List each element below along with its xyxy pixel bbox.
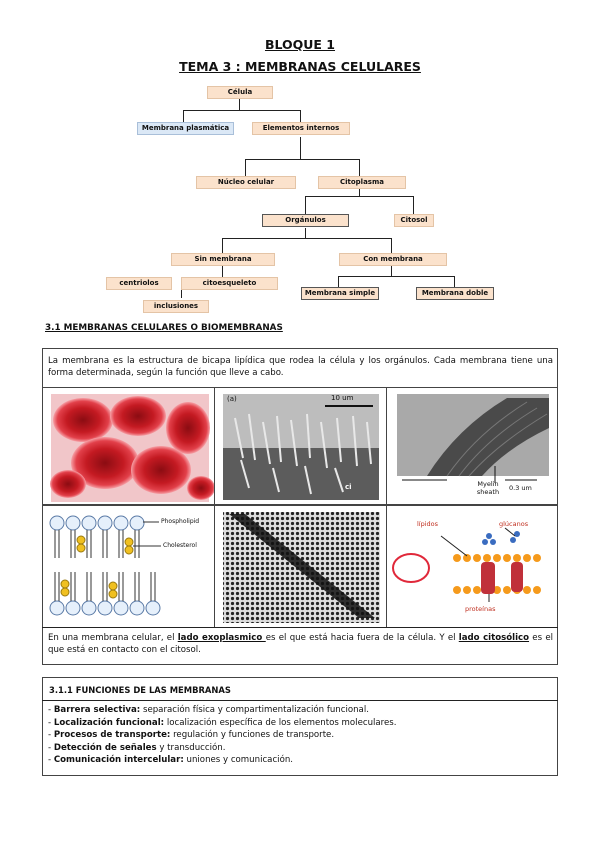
functions-panel <box>42 677 558 776</box>
sem-label-c: ci <box>345 483 352 491</box>
node-elementos-internos: Elementos internos <box>252 122 350 135</box>
lado-exoplasmico-term: lado exoplasmico <box>177 633 266 643</box>
cholesterol-label: Cholesterol <box>163 542 197 549</box>
glucanos-label: glúcanos <box>499 520 529 528</box>
functions-heading: 3.1.1 FUNCIONES DE LAS MEMBRANAS <box>49 685 231 695</box>
node-membrana-doble: Membrana doble <box>416 287 494 300</box>
node-celula: Célula <box>207 86 273 99</box>
node-organulos: Orgánulos <box>262 214 349 227</box>
node-membrana-plasmatica: Membrana plasmática <box>137 122 234 135</box>
list-item: - Localización funcional: localización e… <box>48 717 397 728</box>
list-item: - Comunicación intercelular: uniones y c… <box>48 755 294 765</box>
node-citosol: Citosol <box>394 214 434 227</box>
functions-list: - Barrera selectiva: separación física y… <box>48 704 553 767</box>
red-blood-cells-image <box>42 387 215 505</box>
node-nucleo-celular: Núcleo celular <box>196 176 296 189</box>
sem-image: (a) 10 um ci <box>214 387 387 505</box>
sem-scale-label: 10 um <box>331 394 354 402</box>
node-membrana-simple: Membrana simple <box>301 287 379 300</box>
membrane-micrograph-image <box>214 505 387 628</box>
tema-title: TEMA 3 : MEMBRANAS CELULARES <box>179 59 421 74</box>
bloque-title: BLOQUE 1 <box>264 37 336 52</box>
phospholipid-label: Phospholipid <box>161 518 200 525</box>
lipidos-label: lípidos <box>417 520 439 528</box>
bilayer-diagram-image: Phospholipid Cholesterol <box>42 505 215 628</box>
myelin-sheath-image: Myelin sheath 0.3 um <box>386 387 558 505</box>
proteinas-label: proteínas <box>465 605 496 613</box>
node-sin-membrana: Sin membrana <box>171 253 275 266</box>
myelin-label: Myelin sheath <box>476 480 500 496</box>
node-citoesqueleto: citoesqueleto <box>181 277 278 290</box>
closing-text: En una membrana celular, el lado exoplas… <box>48 633 553 655</box>
myelin-scale-label: 0.3 um <box>509 484 532 492</box>
node-inclusiones: inclusiones <box>143 300 209 313</box>
intro-text: La membrana es la estructura de bicapa l… <box>48 356 553 378</box>
list-item: - Procesos de transporte: regulación y f… <box>48 730 335 740</box>
node-citoplasma: Citoplasma <box>318 176 406 189</box>
list-item: - Barrera selectiva: separación física y… <box>48 705 369 715</box>
node-con-membrana: Con membrana <box>339 253 447 266</box>
membrane-model-image: lípidos glúcanos proteínas <box>386 505 558 628</box>
node-centriolos: centriolos <box>106 277 172 290</box>
sem-label-a: (a) <box>227 395 237 403</box>
section-heading: 3.1 MEMBRANAS CELULARES O BIOMEMBRANAS <box>45 323 283 333</box>
lado-citosolico-term: lado citosólico <box>458 633 530 643</box>
list-item: - Detección de señales y transducción. <box>48 742 226 753</box>
